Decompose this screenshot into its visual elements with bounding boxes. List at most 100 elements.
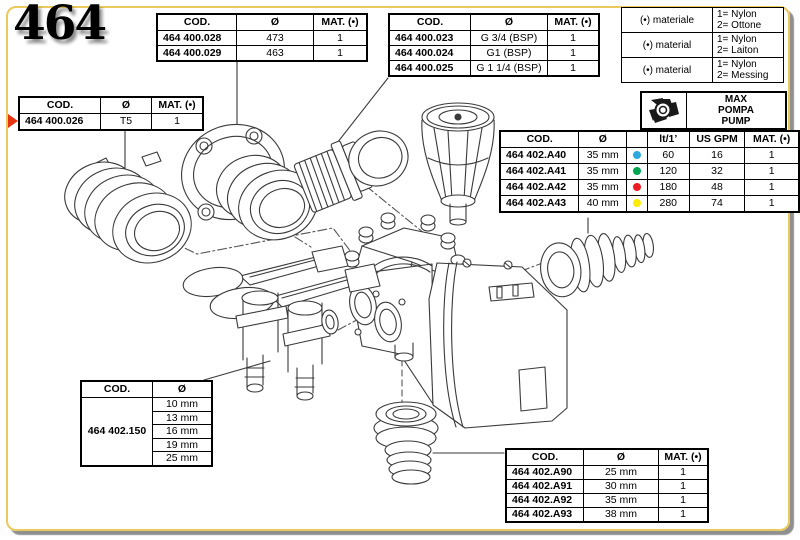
lt-header: lt/1’ — [646, 130, 690, 148]
pump-header-line2: POMPA — [718, 105, 754, 116]
mat-cell: 1 — [151, 113, 204, 130]
diameter-cell: 16 mm — [152, 424, 213, 439]
table-row: 13 mm — [81, 410, 213, 425]
diameter-cell: 35 mm — [583, 493, 659, 508]
diameter-cell: T5 — [100, 113, 152, 130]
table-row: 464 400.029 463 1 — [156, 45, 368, 62]
table-row: 464 402.A40 35 mm 60 16 1 — [499, 147, 800, 164]
lt-cell: 60 — [646, 147, 690, 164]
table-header-row: COD. Ø lt/1’ US GPM MAT. (•) — [499, 130, 800, 148]
table-row: 464 400.025 G 1 1/4 (BSP) 1 — [388, 60, 600, 77]
legend-label: (•) material — [621, 32, 713, 58]
table-bottom-left: COD. Ø 464 402.150 10 mm 13 mm 16 mm 19 … — [80, 380, 213, 467]
table-row: 464 402.A92 35 mm 1 — [505, 493, 709, 508]
cam-coupling-drawing — [64, 151, 192, 264]
table-header-row: COD. Ø — [80, 380, 213, 398]
table-left: COD. Ø MAT. (•) 464 400.026 T5 1 — [18, 96, 204, 131]
cod-cell: 464 402.150 — [80, 397, 153, 466]
diameter-cell: 473 — [236, 30, 314, 46]
color-header — [626, 130, 648, 148]
cod-cell: 464 402.A91 — [505, 479, 584, 494]
threaded-coupling-drawing — [293, 130, 409, 213]
mat-cell: 1 — [547, 45, 600, 61]
pressure-regulator-drawing — [421, 102, 495, 226]
table-row: 464 402.A43 40 mm 280 74 1 — [499, 195, 800, 212]
table-bottom-right: COD. Ø MAT. (•) 464 402.A90 25 mm 1 464 … — [505, 448, 709, 523]
table-top-left: COD. Ø MAT. (•) 464 400.028 473 1 464 40… — [156, 13, 368, 62]
legend-values: 1= Nylon 2= Laiton — [712, 32, 784, 58]
mat-cell: 1 — [744, 147, 800, 164]
table-header-row: COD. Ø MAT. (•) — [388, 13, 600, 31]
cod-cell: 464 402.A90 — [505, 465, 584, 480]
legend-value-2: 2= Ottone — [717, 20, 762, 31]
cod-cell: 464 400.024 — [388, 45, 471, 61]
table-top-mid: COD. Ø MAT. (•) 464 400.023 G 3/4 (BSP) … — [388, 13, 600, 77]
table-header-row: COD. Ø MAT. (•) — [18, 96, 204, 114]
mat-cell: 1 — [744, 163, 800, 180]
color-dot — [632, 183, 641, 192]
mat-cell: 1 — [313, 45, 368, 62]
mat-cell: 1 — [658, 507, 709, 522]
diameter-cell: G1 (BSP) — [470, 45, 548, 61]
cod-cell: 464 402.A93 — [505, 507, 584, 522]
page-number: 464 — [13, 0, 107, 51]
pump-icon — [649, 97, 679, 123]
mat-header: MAT. (•) — [151, 96, 204, 114]
gpm-cell: 32 — [688, 163, 746, 180]
color-dot — [632, 199, 641, 208]
legend-value-2: 2= Laiton — [717, 45, 759, 56]
table-row: 464 402.A91 30 mm 1 — [505, 479, 709, 494]
mat-cell: 1 — [744, 179, 800, 196]
cod-header: COD. — [388, 13, 471, 31]
pump-header-line1: MAX — [724, 94, 748, 105]
page-border — [6, 6, 790, 531]
table-row: 25 mm — [81, 451, 213, 466]
diameter-header: Ø — [236, 13, 314, 31]
mat-cell: 1 — [547, 60, 600, 77]
table-row: 464 402.A90 25 mm 1 — [505, 465, 709, 480]
table-row: 464 400.024 G1 (BSP) 1 — [388, 45, 600, 61]
mat-header: MAT. (•) — [313, 13, 368, 31]
table-row: 16 mm — [81, 424, 213, 439]
pump-header-text: MAX POMPA PUMP — [687, 93, 785, 128]
cod-cell: 464 400.026 — [18, 113, 101, 130]
mat-cell: 1 — [313, 30, 368, 46]
mat-cell: 1 — [658, 479, 709, 494]
diameter-cell: 25 mm — [583, 465, 659, 480]
table-pump: COD. Ø lt/1’ US GPM MAT. (•) 464 402.A40… — [499, 130, 800, 213]
diameter-header: Ø — [583, 448, 659, 466]
mat-cell: 1 — [547, 30, 600, 46]
mat-cell: 1 — [744, 195, 800, 212]
cod-cell: 464 400.025 — [388, 60, 471, 77]
legend-row: (•) material 1= Nylon 2= Messing — [621, 57, 784, 83]
legend-value-1: 1= Nylon — [717, 59, 757, 70]
cod-cell: 464 400.023 — [388, 30, 471, 46]
gpm-cell: 48 — [688, 179, 746, 196]
diameter-header: Ø — [578, 130, 628, 148]
color-dot — [632, 167, 641, 176]
diameter-cell: 35 mm — [578, 163, 628, 180]
lt-cell: 180 — [646, 179, 690, 196]
gpm-cell: 16 — [688, 147, 746, 164]
table-row: 464 400.028 473 1 — [156, 30, 368, 46]
mat-header: MAT. (•) — [658, 448, 709, 466]
hose-barb-right-drawing — [540, 232, 654, 298]
diameter-cell: G 1 1/4 (BSP) — [470, 60, 548, 77]
cod-header: COD. — [80, 380, 153, 398]
table-row: 464 402.150 10 mm — [80, 397, 213, 466]
legend-value-1: 1= Nylon — [717, 34, 757, 45]
table-row: 464 402.A41 35 mm 120 32 1 — [499, 163, 800, 180]
color-cell — [626, 147, 648, 164]
lever-valve-drawing — [182, 245, 381, 401]
gpm-header: US GPM — [688, 130, 746, 148]
cod-header: COD. — [499, 130, 580, 148]
table-header-row: COD. Ø MAT. (•) — [505, 448, 709, 466]
diameter-cell: 38 mm — [583, 507, 659, 522]
diameter-cell: 35 mm — [578, 147, 628, 164]
mat-cell: 1 — [658, 493, 709, 508]
pump-icon-cell — [642, 93, 687, 128]
mat-cell: 1 — [658, 465, 709, 480]
diameter-cell: 40 mm — [578, 195, 628, 212]
cod-header: COD. — [156, 13, 237, 31]
cod-cell: 464 400.028 — [156, 30, 237, 46]
